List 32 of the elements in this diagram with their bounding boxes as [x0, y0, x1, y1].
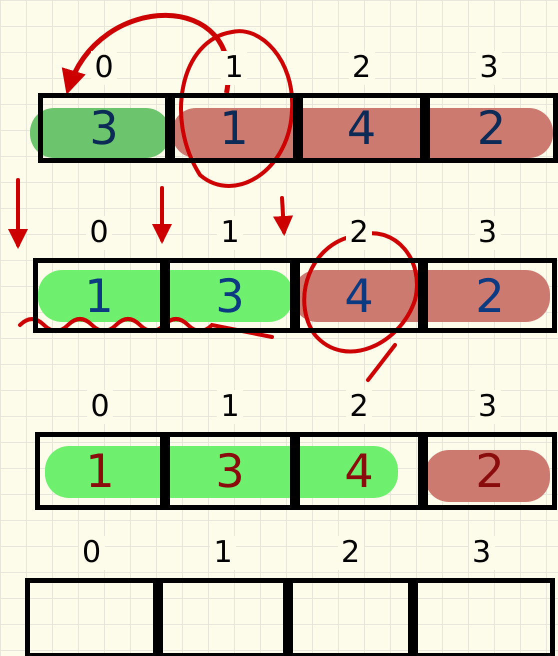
index-label: 1: [217, 216, 243, 250]
array-cell: 2: [425, 93, 558, 163]
array-cell: 3: [38, 93, 170, 163]
array-cell: 4: [295, 258, 423, 333]
index-label: 2: [346, 390, 372, 424]
array-cell: 2: [423, 432, 557, 510]
index-label: 0: [86, 216, 112, 250]
array-cell: 3: [165, 258, 295, 333]
index-label: 1: [217, 390, 243, 424]
empty-array-cell: [158, 578, 288, 656]
index-label: 2: [348, 51, 374, 85]
array-cell: 2: [423, 258, 557, 333]
array-cell: 1: [35, 432, 165, 510]
index-label: 3: [476, 51, 502, 85]
index-label: 3: [474, 390, 500, 424]
index-label: 2: [346, 216, 372, 250]
empty-array-cell: [288, 578, 413, 656]
index-label: 0: [91, 51, 117, 85]
index-label: 0: [78, 536, 104, 570]
index-label: 1: [221, 51, 247, 85]
empty-array-cell: [413, 578, 555, 656]
index-label: 3: [468, 536, 494, 570]
index-label: 3: [474, 216, 500, 250]
array-cell: 1: [33, 258, 165, 333]
empty-array-cell: [25, 578, 158, 656]
array-cell: 3: [165, 432, 295, 510]
index-label: 2: [338, 536, 364, 570]
index-label: 0: [87, 390, 113, 424]
array-cell: 4: [298, 93, 425, 163]
array-cell: 1: [170, 93, 298, 163]
array-cell: 4: [295, 432, 423, 510]
index-label: 1: [210, 536, 236, 570]
